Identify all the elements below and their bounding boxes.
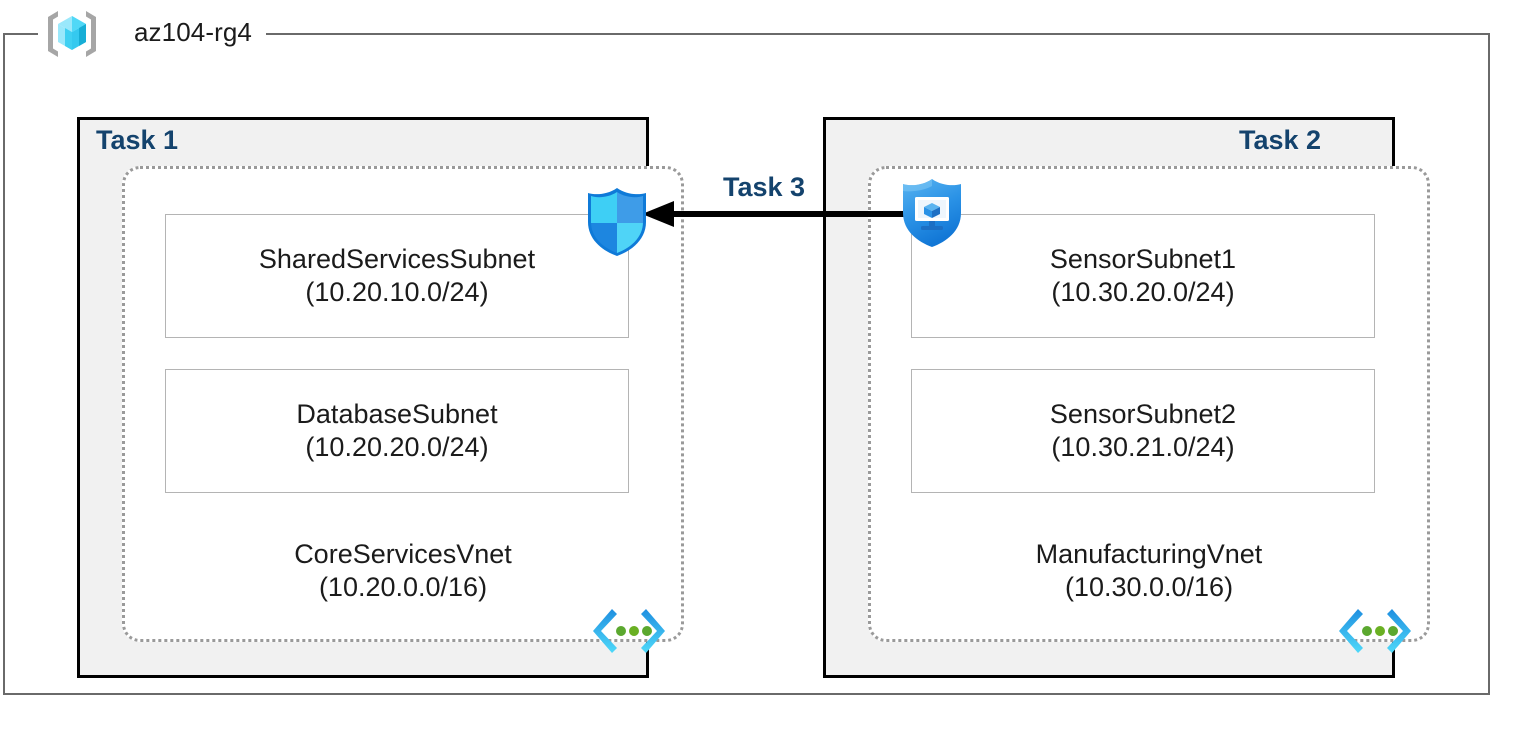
task-1-label: Task 1 xyxy=(96,125,179,155)
subnet-cidr: (10.30.21.0/24) xyxy=(1051,432,1235,462)
azure-resource-group-icon xyxy=(44,8,100,60)
subnet-sensor-1: SensorSubnet1 (10.30.20.0/24) xyxy=(911,214,1375,338)
vnet-name: ManufacturingVnet xyxy=(1035,539,1263,569)
virtual-network-icon xyxy=(592,606,666,656)
network-watcher-shield-monitor-icon xyxy=(898,177,966,249)
task-3-label: Task 3 xyxy=(723,172,806,202)
subnet-name: SensorSubnet2 xyxy=(1049,399,1237,430)
subnet-shared-services: SharedServicesSubnet (10.20.10.0/24) xyxy=(165,214,629,338)
vnet-cidr: (10.20.0.0/16) xyxy=(318,571,488,602)
vnet-manufacturing-caption: ManufacturingVnet (10.30.0.0/16) xyxy=(868,538,1430,604)
subnet-cidr: (10.20.20.0/24) xyxy=(305,432,489,462)
network-security-group-shield-icon xyxy=(583,186,651,258)
vnet-peering-arrow xyxy=(640,196,906,232)
resource-group-boundary xyxy=(3,33,1490,695)
task-2-label: Task 2 xyxy=(1239,125,1322,155)
subnet-cidr: (10.30.20.0/24) xyxy=(1051,277,1235,307)
vnet-name: CoreServicesVnet xyxy=(294,539,512,569)
subnet-database: DatabaseSubnet (10.20.20.0/24) xyxy=(165,369,629,493)
subnet-cidr: (10.20.10.0/24) xyxy=(305,277,489,307)
resource-group-name: az104-rg4 xyxy=(134,17,252,47)
subnet-sensor-2: SensorSubnet2 (10.30.21.0/24) xyxy=(911,369,1375,493)
subnet-name: DatabaseSubnet xyxy=(296,399,498,430)
vnet-core-services-caption: CoreServicesVnet (10.20.0.0/16) xyxy=(122,538,684,604)
subnet-name: SensorSubnet1 xyxy=(1049,244,1237,275)
vnet-cidr: (10.30.0.0/16) xyxy=(1064,571,1234,602)
subnet-name: SharedServicesSubnet xyxy=(258,244,536,275)
virtual-network-icon xyxy=(1338,606,1412,656)
